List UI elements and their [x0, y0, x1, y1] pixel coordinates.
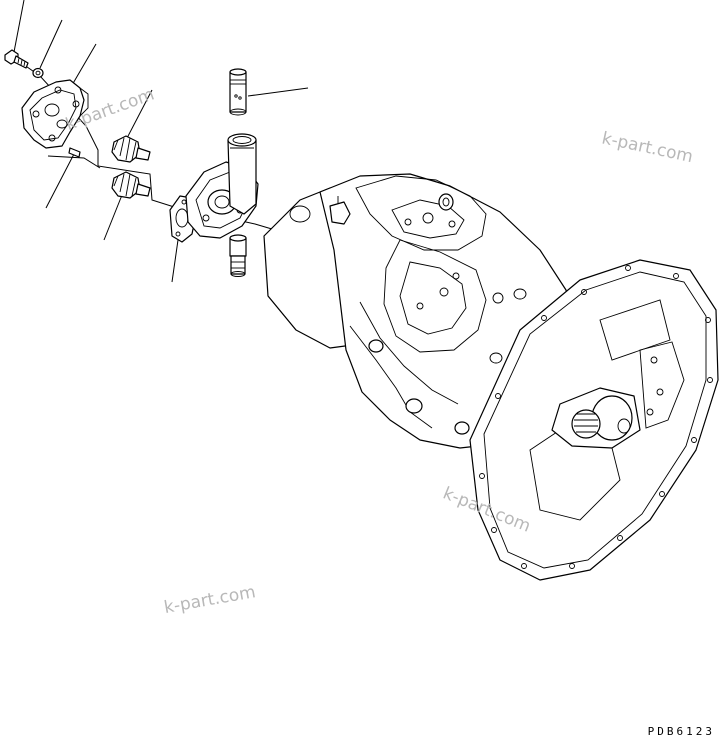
washer-icon [32, 67, 44, 79]
drawing-code: PDB6123 [647, 725, 715, 738]
leader-valve [247, 87, 309, 97]
leader-gear-lower [103, 189, 125, 241]
adapter-fitting-icon [229, 234, 247, 277]
pin-icon [68, 147, 81, 158]
valve-insert-icon [229, 68, 247, 116]
gear-upper-icon [111, 135, 151, 163]
elbow-fitting-icon [227, 133, 257, 215]
bolt-icon [4, 49, 29, 69]
leader-lines [13, 0, 309, 283]
gear-lower-icon [111, 171, 151, 199]
drive-shaft-icon [551, 387, 641, 449]
cover-plate-icon [21, 79, 89, 149]
leader-bolt [13, 0, 25, 53]
leader-pin [45, 153, 75, 209]
leader-gear-upper [125, 89, 153, 141]
assembly-centerline-b [47, 155, 101, 169]
leader-washer [39, 19, 63, 69]
